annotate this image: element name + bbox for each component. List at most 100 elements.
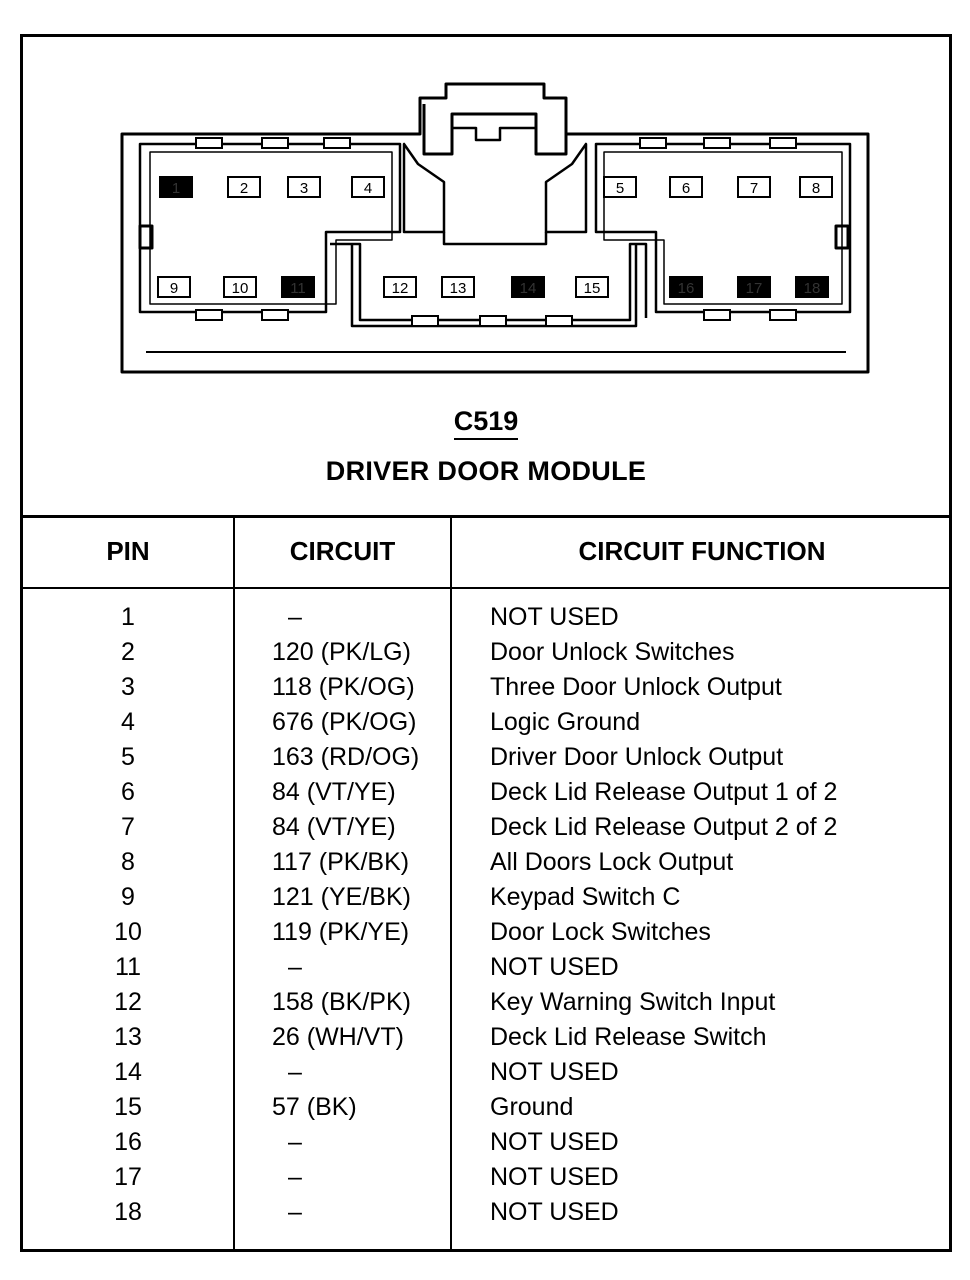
circuit-cell: 163 (RD/OG) xyxy=(272,743,420,771)
pin-cavity-15: 15 xyxy=(575,276,609,298)
pin-cavity-12: 12 xyxy=(383,276,417,298)
circuit-function-cell: Ground xyxy=(490,1093,574,1121)
circuit-function-cell: Logic Ground xyxy=(490,708,641,736)
pin-cavity-box xyxy=(511,276,545,298)
circuit-function-cell: Deck Lid Release Output 1 of 2 xyxy=(490,778,838,806)
circuit-function-cell: Three Door Unlock Output xyxy=(490,673,782,701)
circuit-cell: 158 (BK/PK) xyxy=(272,988,411,1016)
table-row: 5 163 (RD/OG) Driver Door Unlock Output xyxy=(0,743,970,778)
pin-cavity-label: 14 xyxy=(520,280,537,297)
pin-cavity-label: 17 xyxy=(746,280,763,297)
circuit-cell: 26 (WH/VT) xyxy=(272,1023,404,1051)
circuit-cell: 118 (PK/OG) xyxy=(272,673,415,701)
table-row: 3 118 (PK/OG) Three Door Unlock Output xyxy=(0,673,970,708)
pin-cavity-label: 4 xyxy=(364,180,372,197)
pin-number-cell: 11 xyxy=(115,953,141,981)
pin-number-cell: 16 xyxy=(114,1128,142,1156)
pin-cavity-box xyxy=(575,276,609,298)
pin-number-cell: 15 xyxy=(114,1093,142,1121)
pin-number-cell: 7 xyxy=(121,813,135,841)
pin-number-cell: 5 xyxy=(121,743,135,771)
pin-cavity-7: 7 xyxy=(737,176,771,198)
pin-cavity-6: 6 xyxy=(669,176,703,198)
table-column-divider xyxy=(233,516,235,1250)
pin-cavity-label: 6 xyxy=(682,180,690,197)
circuit-cell: 57 (BK) xyxy=(272,1093,357,1121)
table-row: 14–NOT USED xyxy=(0,1058,970,1093)
pin-cavity-box xyxy=(383,276,417,298)
connector-id-text: C519 xyxy=(453,406,519,440)
pin-cavity-box xyxy=(737,276,771,298)
pin-number-cell: 3 xyxy=(121,673,135,701)
circuit-function-cell: Door Lock Switches xyxy=(490,918,711,946)
pin-cavity-label: 12 xyxy=(392,280,409,297)
pin-cavity-label: 2 xyxy=(240,180,248,197)
center-cavity-bay xyxy=(330,242,648,322)
circuit-cell: – xyxy=(288,1198,302,1226)
pin-number-cell: 1 xyxy=(121,603,135,631)
pin-cavity-18: 18 xyxy=(795,276,829,298)
circuit-cell: – xyxy=(288,603,302,631)
pin-cavity-5: 5 xyxy=(603,176,637,198)
pin-cavity-8: 8 xyxy=(799,176,833,198)
circuit-function-cell: Key Warning Switch Input xyxy=(490,988,776,1016)
circuit-function-cell: NOT USED xyxy=(490,953,619,981)
pin-number-cell: 4 xyxy=(121,708,135,736)
pin-cavity-box xyxy=(281,276,315,298)
pin-number-cell: 13 xyxy=(114,1023,142,1051)
table-row: 11 – NOT USED xyxy=(0,953,970,988)
pin-cavity-label: 7 xyxy=(750,180,758,197)
circuit-function-cell: Keypad Switch C xyxy=(490,883,681,911)
pin-cavity-box xyxy=(795,276,829,298)
pin-cavity-box xyxy=(227,176,261,198)
pin-cavity-box xyxy=(351,176,385,198)
pin-cavity-13: 13 xyxy=(441,276,475,298)
pin-cavity-11: 11 xyxy=(281,276,315,298)
pin-cavity-box xyxy=(223,276,257,298)
pin-cavity-box xyxy=(159,176,193,198)
connector-id: C519 xyxy=(23,406,949,440)
pin-cavity-14: 14 xyxy=(511,276,545,298)
circuit-function-cell: NOT USED xyxy=(490,1058,619,1086)
pin-cavity-label: 5 xyxy=(616,180,624,197)
pin-cavity-box xyxy=(799,176,833,198)
pin-cavity-10: 10 xyxy=(223,276,257,298)
pin-cavity-box xyxy=(287,176,321,198)
pin-cavity-1: 1 xyxy=(159,176,193,198)
circuit-function-cell: NOT USED xyxy=(490,603,619,631)
table-row: 17–NOT USED xyxy=(0,1163,970,1198)
pin-number-cell: 17 xyxy=(114,1163,142,1191)
circuit-function-column-header: CIRCUIT FUNCTION xyxy=(578,536,826,566)
pin-cavity-label: 16 xyxy=(678,280,695,297)
circuit-function-cell: Deck Lid Release Output 2 of 2 xyxy=(490,813,838,841)
pin-cavity-box xyxy=(441,276,475,298)
circuit-cell: – xyxy=(288,1128,302,1156)
connector-housing xyxy=(120,82,870,374)
pin-cavity-label: 11 xyxy=(290,280,306,297)
circuit-column-header: CIRCUIT xyxy=(289,536,396,566)
circuit-cell: 121 (YE/BK) xyxy=(272,883,411,911)
pin-cavity-label: 15 xyxy=(584,280,601,297)
table-row: 18–NOT USED xyxy=(0,1198,970,1233)
connector-name: DRIVER DOOR MODULE xyxy=(325,456,647,486)
pin-cavity-3: 3 xyxy=(287,176,321,198)
pin-cavity-label: 1 xyxy=(172,180,180,197)
pin-cavity-16: 16 xyxy=(669,276,703,298)
pin-cavity-box xyxy=(669,176,703,198)
table-row: 13 26 (WH/VT) Deck Lid Release Switch xyxy=(0,1023,970,1058)
circuit-function-cell: Driver Door Unlock Output xyxy=(490,743,784,771)
circuit-function-cell: Deck Lid Release Switch xyxy=(490,1023,767,1051)
circuit-cell: 119 (PK/YE) xyxy=(272,918,410,946)
circuit-cell: – xyxy=(288,953,302,981)
table-column-divider xyxy=(450,516,452,1250)
connector-latch xyxy=(422,104,568,156)
pin-cavity-box xyxy=(737,176,771,198)
circuit-cell: 84 (VT/YE) xyxy=(272,778,396,806)
pin-cavity-17: 17 xyxy=(737,276,771,298)
circuit-function-cell: NOT USED xyxy=(490,1128,619,1156)
table-row: 16 – NOT USED xyxy=(0,1128,970,1163)
pin-cavity-box xyxy=(603,176,637,198)
